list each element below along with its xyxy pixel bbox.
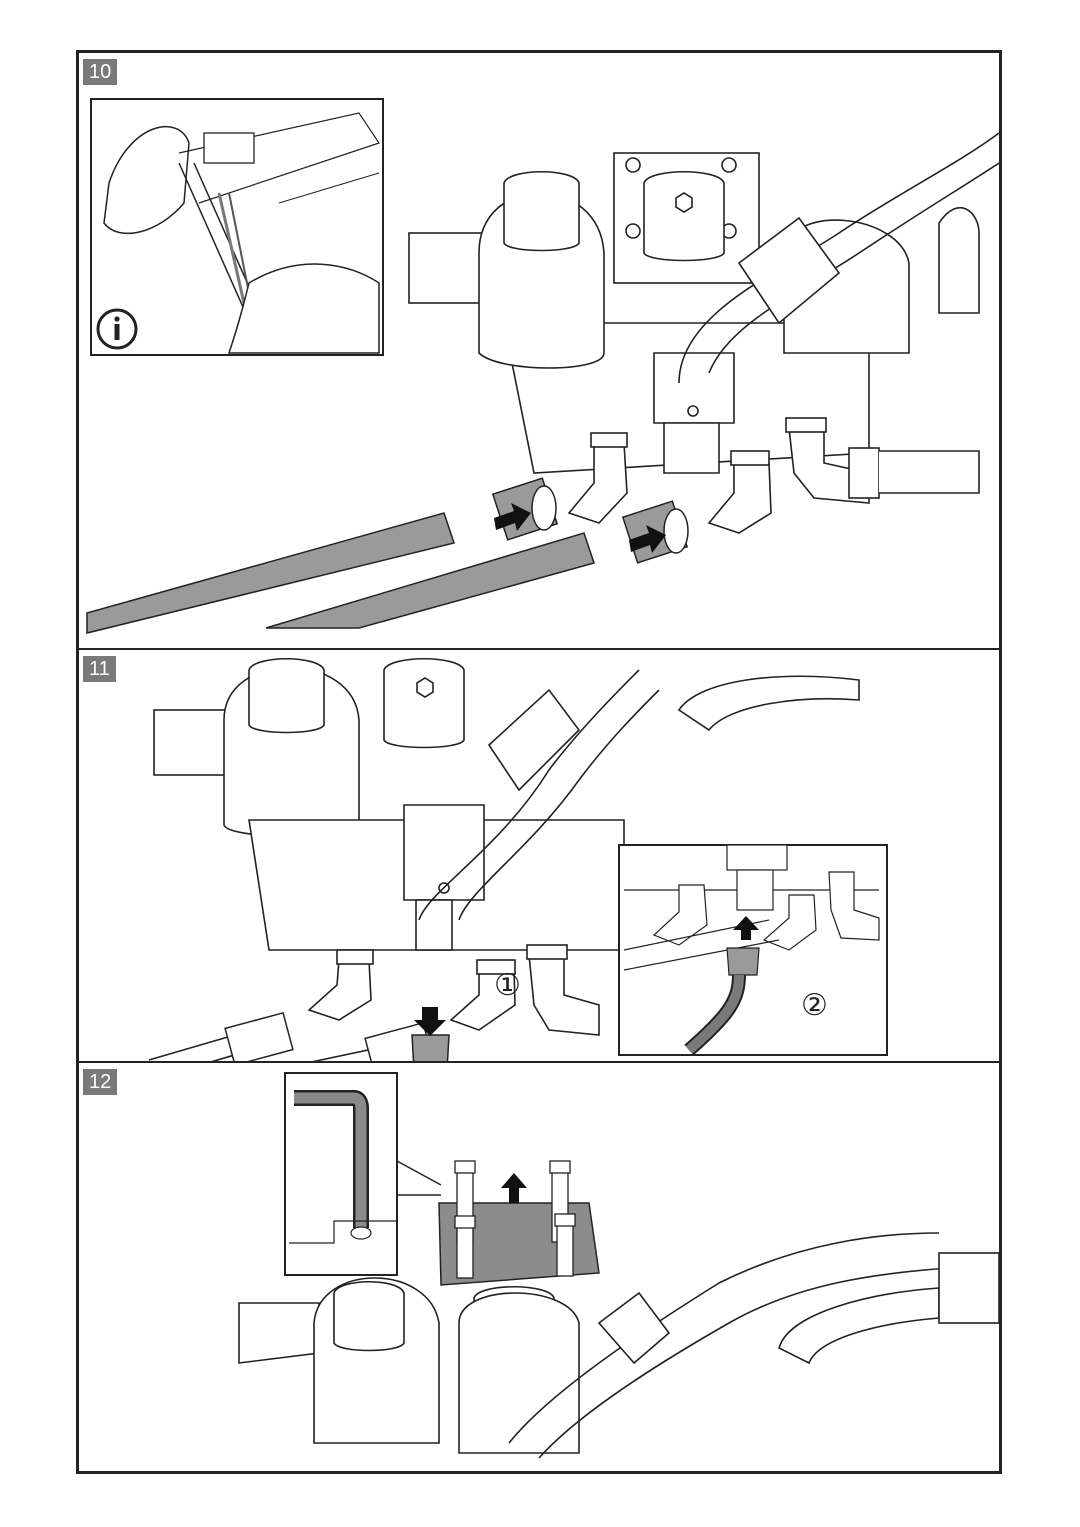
valve-block	[408, 132, 999, 534]
valve-block	[238, 1232, 999, 1459]
step-12-illustration	[238, 1072, 999, 1459]
instruction-frame: 10	[76, 50, 1002, 1474]
hose-lines	[224, 1007, 450, 1061]
cover-plate	[438, 1160, 600, 1286]
step-12-panel: 12	[79, 1061, 999, 1477]
step-10-panel: 10	[79, 53, 999, 648]
callout-label: ②	[801, 988, 828, 1023]
arrow-icon	[494, 503, 666, 553]
hex-key-inset	[284, 1072, 442, 1276]
detail-inset	[618, 844, 888, 1056]
step-11-illustration: ① ②	[148, 657, 888, 1061]
step-number: 12	[83, 1069, 118, 1095]
step-number: 11	[83, 656, 116, 682]
info-icon	[96, 308, 138, 350]
step-11-panel: 11	[79, 648, 999, 1061]
valve-block	[148, 657, 860, 1061]
callout-label: ①	[494, 968, 521, 1003]
info-inset	[90, 98, 384, 356]
step-10-illustration	[86, 98, 999, 634]
step-number: 10	[83, 59, 118, 85]
arrow-icon	[501, 1173, 527, 1203]
